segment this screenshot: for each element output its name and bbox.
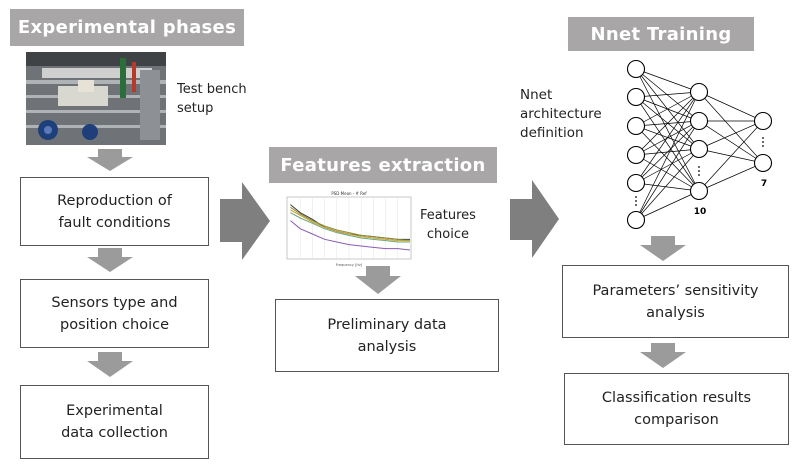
hidden-node-1 — [689, 82, 709, 102]
nn-edge — [635, 91, 700, 184]
nn-edge — [635, 91, 700, 156]
reproduction-fault-box: Reproduction of fault conditions — [20, 177, 209, 246]
down-arrow-5 — [640, 236, 686, 261]
nn-edge — [698, 120, 764, 150]
output-node-1 — [753, 111, 773, 131]
hidden-node-3 — [689, 139, 709, 159]
nn-edge — [635, 190, 700, 221]
nn-edge — [635, 91, 700, 221]
experimental-phases-header: Experimental phases — [10, 9, 244, 46]
big-right-arrow-1 — [220, 182, 270, 260]
preliminary-analysis-box: Preliminary data analysis — [275, 299, 499, 372]
input-ellipsis — [635, 204, 637, 206]
nn-edge — [635, 68, 700, 122]
chart-series-line-4 — [290, 212, 410, 243]
features-extraction-header: Features extraction — [269, 147, 497, 183]
nn-edge — [635, 91, 700, 127]
nn-edge — [635, 96, 700, 192]
hidden-node-4 — [689, 181, 709, 201]
hidden-ellipsis — [698, 170, 700, 172]
nn-edge — [635, 125, 700, 192]
nn-edge — [635, 96, 700, 150]
down-arrows — [87, 149, 686, 377]
input-node-6 — [626, 210, 646, 230]
nnet-training-header: Nnet Training — [568, 17, 754, 51]
down-arrow-6 — [640, 343, 686, 368]
input-node-1 — [626, 59, 646, 79]
output-ellipsis — [762, 137, 764, 139]
big-right-arrow-2 — [510, 180, 559, 258]
hidden-ellipsis — [698, 174, 700, 176]
down-arrow-3 — [87, 352, 133, 377]
nn-edge — [635, 120, 700, 221]
nn-edge — [698, 120, 764, 192]
input-node-3 — [626, 116, 646, 136]
down-arrow-4 — [355, 266, 401, 294]
features-choice-label: Features choice — [420, 208, 476, 242]
nn-edge — [635, 120, 700, 184]
chart-xlabel: Frequency [Hz] — [336, 263, 363, 267]
hidden-layer-count: 10 — [694, 207, 707, 217]
chart-series-line-5 — [290, 220, 411, 251]
classification-comparison-box: Classification results comparison — [564, 373, 789, 445]
sensors-choice-box: Sensors type and position choice — [20, 279, 209, 348]
input-node-4 — [626, 145, 646, 165]
test-bench-label: Test bench setup — [177, 82, 247, 116]
nn-edge — [635, 68, 700, 192]
nn-edge — [635, 148, 700, 184]
neural-network-diagram: 10 7 — [626, 59, 773, 230]
output-layer-count: 7 — [761, 179, 767, 189]
nn-edge — [698, 120, 764, 164]
nn-edge — [635, 91, 700, 98]
nn-edge — [698, 91, 764, 122]
nnet-architecture-label: Nnet architecture definition — [520, 87, 602, 141]
input-node-2 — [626, 87, 646, 107]
down-arrow-1 — [87, 149, 133, 171]
psd-chart: PSD Mean - # Ref Frequency [Hz] — [284, 190, 412, 267]
chart-series-line-3 — [290, 209, 410, 242]
chart-series-line-2 — [290, 206, 411, 242]
hidden-ellipsis — [698, 166, 700, 168]
data-collection-box: Experimental data collection — [20, 385, 209, 459]
nn-edge — [698, 91, 764, 164]
chart-title: PSD Mean - # Ref — [331, 191, 367, 196]
input-node-5 — [626, 173, 646, 193]
sensitivity-analysis-box: Parameters’ sensitivity analysis — [562, 265, 789, 338]
nn-edge — [635, 182, 700, 192]
input-ellipsis — [635, 200, 637, 202]
nn-edge — [698, 162, 764, 192]
output-node-2 — [753, 153, 773, 173]
nn-edge — [635, 68, 700, 93]
big-arrows — [220, 180, 559, 260]
down-arrow-2 — [87, 248, 133, 272]
output-ellipsis — [762, 141, 764, 143]
test-bench-photo — [26, 52, 166, 145]
nn-edge — [635, 154, 700, 192]
hidden-node-2 — [689, 111, 709, 131]
nn-edge — [635, 148, 700, 221]
output-ellipsis — [762, 145, 764, 147]
input-ellipsis — [635, 196, 637, 198]
